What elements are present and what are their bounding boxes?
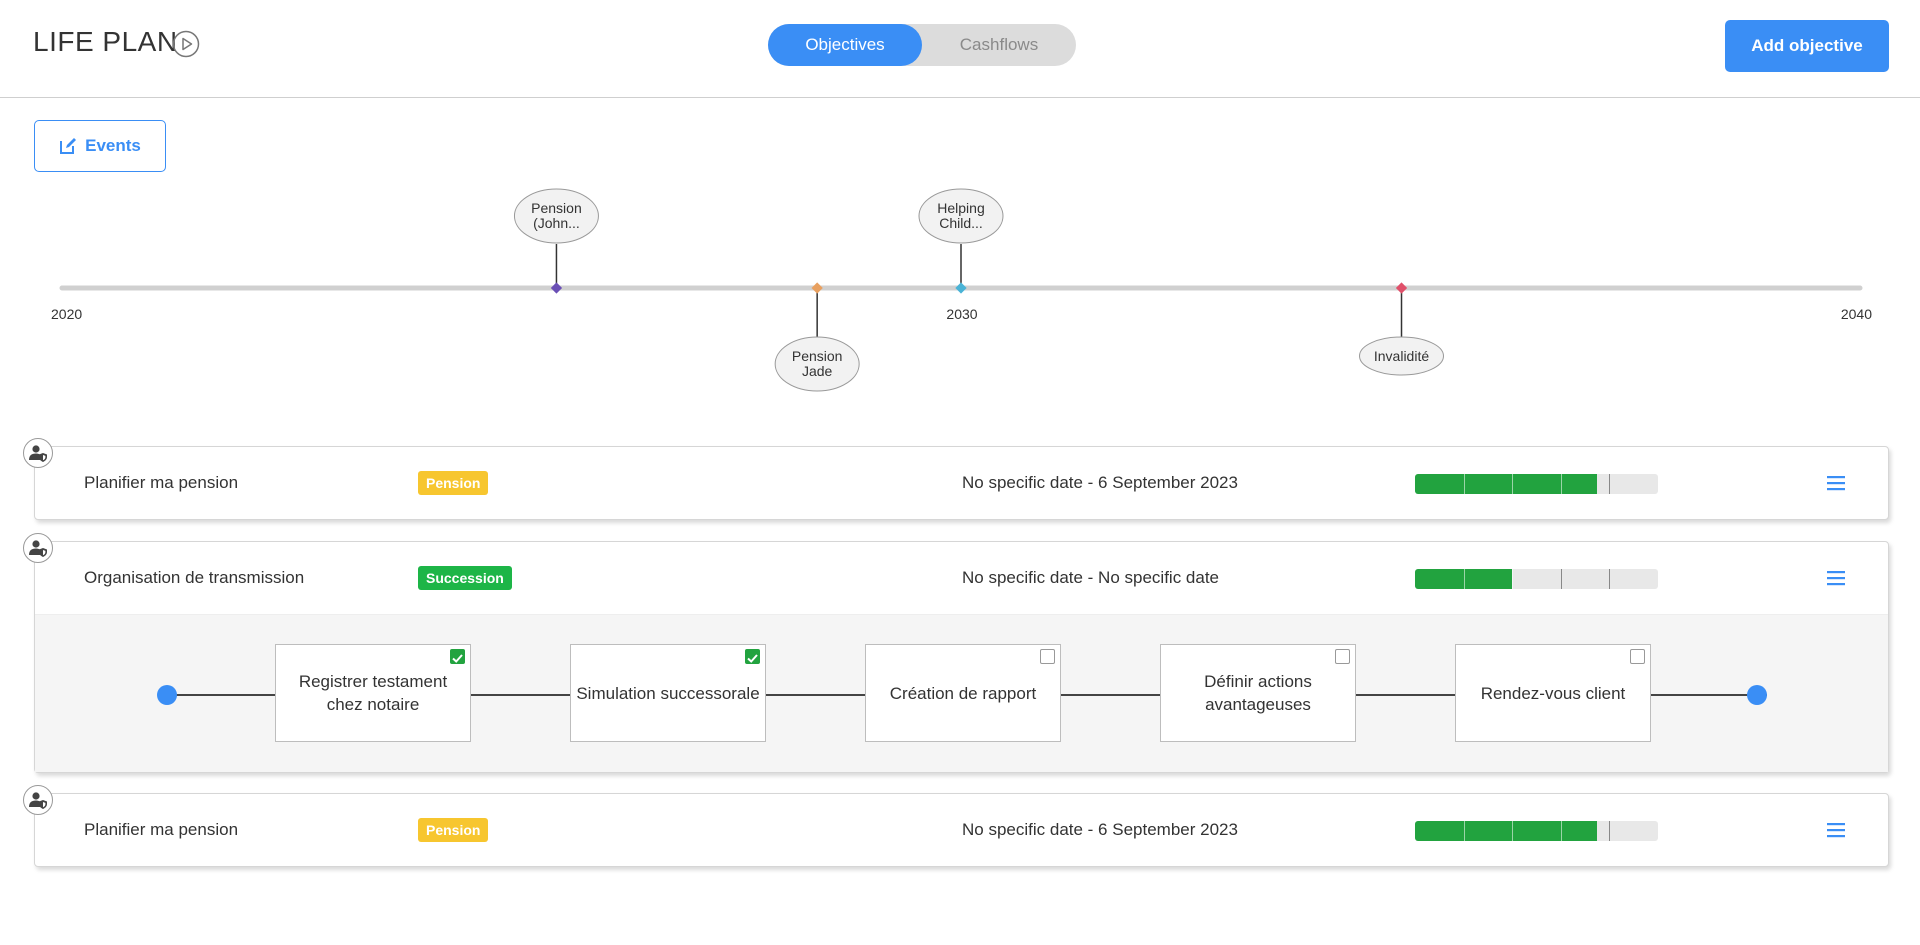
timeline-event-bubble[interactable] (774, 336, 860, 392)
menu-icon[interactable] (1827, 822, 1845, 838)
timeline-year-label: 2040 (1841, 306, 1872, 322)
step-box[interactable]: Définir actions avantageuses (1160, 644, 1356, 742)
objective-date: No specific date - 6 September 2023 (962, 820, 1238, 839)
objective-progress-bar (1415, 569, 1658, 589)
add-objective-button[interactable]: Add objective (1725, 20, 1889, 72)
owner-icon[interactable] (23, 533, 53, 563)
edit-icon (60, 138, 77, 154)
step-label: Définir actions avantageuses (1204, 672, 1312, 714)
page-title: LIFE PLAN (33, 26, 178, 57)
step-checkbox[interactable] (745, 649, 760, 664)
timeline-event-bubble[interactable] (918, 188, 1004, 244)
timeline-event-label: Jade (802, 363, 833, 379)
header: LIFE PLAN Objectives Cashflows Add objec… (0, 0, 1920, 98)
objective-title: Organisation de transmission (84, 568, 305, 587)
progress-tick (1512, 474, 1514, 494)
timeline-year-label: 2030 (946, 306, 977, 322)
step-label: Simulation successorale (576, 683, 760, 703)
user-shield-icon (29, 445, 47, 462)
steps-end-dot (1747, 685, 1767, 705)
timeline-event[interactable]: Invalidité (1359, 282, 1445, 376)
timeline-event-label: Child... (939, 215, 983, 231)
progress-tick (1560, 821, 1562, 841)
progress-tick (1512, 821, 1514, 841)
objective-row[interactable]: Organisation de transmission Succession … (35, 542, 1888, 614)
progress-fill (1415, 821, 1598, 841)
menu-icon[interactable] (1827, 475, 1845, 491)
timeline-event-label: Invalidité (1374, 348, 1429, 364)
check-icon (747, 654, 758, 663)
objective-progress-bar (1415, 474, 1658, 494)
events-button[interactable]: Events (34, 120, 166, 172)
check-icon (452, 654, 463, 663)
progress-tick (1560, 474, 1562, 494)
steps-start-dot (157, 685, 177, 705)
objective-date: No specific date - No specific date (962, 568, 1220, 587)
timeline-event-marker[interactable] (811, 282, 823, 294)
objective-steps: Registrer testament chez notaire Simulat… (35, 614, 1888, 772)
objective-tag: Succession (418, 566, 512, 590)
objective-title: Planifier ma pension (84, 820, 239, 839)
tab-objectives[interactable]: Objectives (768, 24, 922, 66)
step-box[interactable]: Rendez-vous client (1455, 644, 1651, 742)
owner-icon[interactable] (23, 785, 53, 815)
timeline-year-label: 2020 (51, 306, 82, 322)
progress-fill (1415, 474, 1598, 494)
progress-tick (1609, 821, 1611, 841)
step-label: Création de rapport (889, 683, 1037, 703)
timeline-event[interactable]: Pension(John... (513, 188, 599, 294)
objective-card[interactable]: Planifier ma pension Pension No specific… (34, 446, 1889, 520)
objective-title: Planifier ma pension (84, 473, 239, 492)
timeline-event-bubble[interactable] (513, 188, 599, 244)
timeline-event-label: (John... (533, 215, 580, 231)
progress-tick (1609, 569, 1611, 589)
timeline-event-marker[interactable] (1395, 282, 1408, 294)
progress-tick (1609, 474, 1611, 494)
timeline-event-label: Pension (531, 200, 582, 216)
progress-tick (1463, 474, 1465, 494)
events-button-label: Events (85, 136, 141, 155)
timeline-event-marker[interactable] (955, 282, 967, 294)
objective-row[interactable]: Planifier ma pension Pension No specific… (35, 794, 1888, 866)
step-label: Registrer testament chez notaire (298, 672, 448, 714)
objective-progress-bar (1415, 821, 1658, 841)
step-checkbox[interactable] (1335, 649, 1350, 664)
owner-icon[interactable] (23, 438, 53, 468)
step-box[interactable]: Création de rapport (865, 644, 1061, 742)
progress-tick (1463, 569, 1465, 589)
timeline-event-label: Helping (937, 200, 984, 216)
progress-tick (1512, 569, 1514, 589)
tab-cashflows[interactable]: Cashflows (959, 35, 1039, 54)
timeline-event-marker[interactable] (550, 282, 563, 294)
objective-row[interactable]: Planifier ma pension Pension No specific… (35, 447, 1888, 519)
timeline-event-bubble[interactable] (1359, 336, 1445, 376)
step-box[interactable]: Simulation successorale (570, 644, 766, 742)
timeline-event[interactable]: HelpingChild... (918, 188, 1004, 294)
timeline-event-label: Pension (792, 348, 843, 364)
view-toggle: Objectives Cashflows (768, 24, 1076, 66)
step-checkbox[interactable] (450, 649, 465, 664)
progress-tick (1560, 569, 1562, 589)
step-checkbox[interactable] (1630, 649, 1645, 664)
objective-tag: Pension (418, 818, 489, 842)
user-shield-icon (29, 792, 47, 809)
progress-tick (1463, 821, 1465, 841)
step-box[interactable]: Registrer testament chez notaire (275, 644, 471, 742)
play-icon[interactable] (172, 30, 200, 58)
user-shield-icon (29, 540, 47, 557)
objective-card[interactable]: Planifier ma pension Pension No specific… (34, 793, 1889, 867)
menu-icon[interactable] (1827, 570, 1845, 586)
objective-tag: Pension (418, 471, 489, 495)
step-checkbox[interactable] (1040, 649, 1055, 664)
step-label: Rendez-vous client (1480, 683, 1626, 703)
objective-date: No specific date - 6 September 2023 (962, 473, 1238, 492)
objective-card[interactable]: Organisation de transmission Succession … (34, 541, 1889, 773)
